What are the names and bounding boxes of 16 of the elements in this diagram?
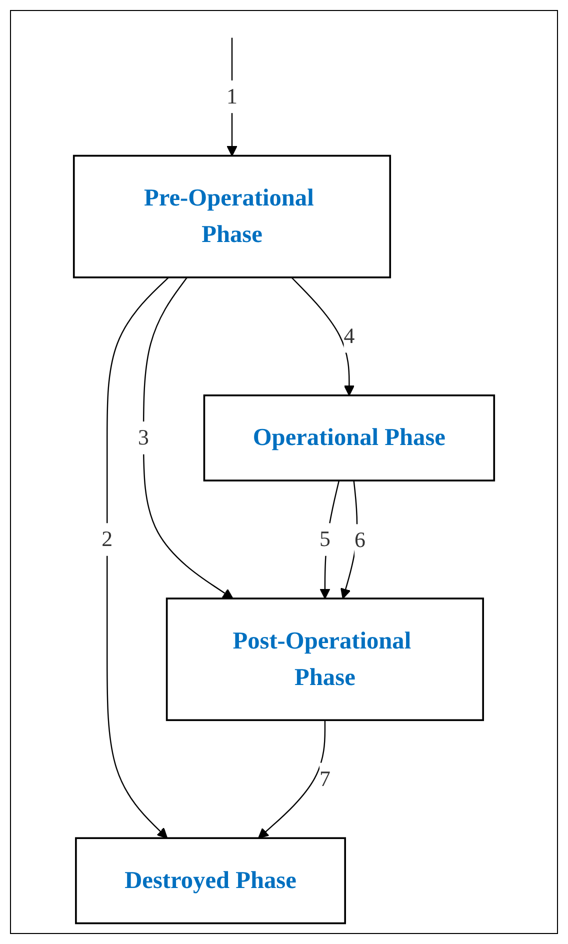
edge-label: 3 [138, 425, 149, 450]
edge-label: 6 [354, 528, 366, 552]
edge-label: 5 [319, 526, 330, 552]
arrow [258, 720, 326, 839]
node-box: Post-Operational Phase [166, 598, 484, 722]
arrow [106, 276, 170, 839]
arrow [226, 38, 238, 156]
edge-label: 4 [344, 324, 355, 348]
edge-label: 7 [319, 766, 330, 791]
arrow [142, 277, 234, 599]
node-box: Operational Phase [203, 394, 496, 482]
edge-label: 1 [226, 84, 238, 108]
node-box: Pre-Operational Phase [72, 154, 392, 278]
node-box: Destroyed Phase [75, 837, 346, 924]
edge-label: 2 [102, 526, 113, 552]
arrow [291, 276, 355, 396]
